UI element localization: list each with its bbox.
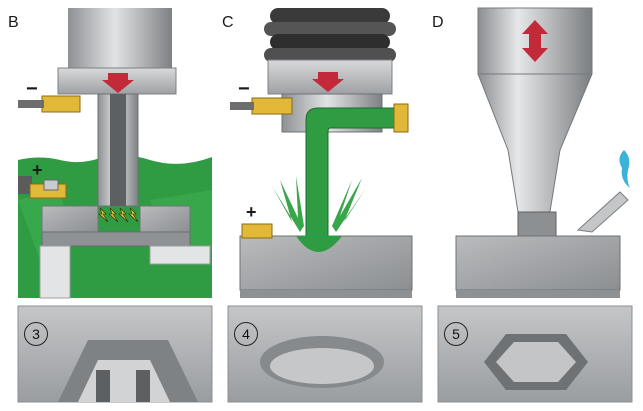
- minus-sign: −: [26, 78, 38, 101]
- workpiece-right: [140, 206, 190, 232]
- workpiece-base: [42, 232, 190, 246]
- support-right: [150, 246, 210, 264]
- support-left: [40, 246, 70, 298]
- panel-c-label: C: [222, 14, 234, 32]
- bellows: [264, 8, 396, 62]
- negative-cable: [230, 102, 254, 110]
- step-number-5: 5: [444, 322, 468, 346]
- positive-terminal: [242, 224, 272, 238]
- bottom-row: [18, 306, 632, 402]
- press-cylinder: [68, 8, 172, 70]
- minus-sign: −: [238, 78, 250, 101]
- step-number-4: 4: [234, 322, 258, 346]
- panel-d: [438, 8, 632, 298]
- plus-sign: +: [246, 202, 257, 223]
- step-number-3: 3: [24, 322, 48, 346]
- panel-b: [18, 8, 212, 298]
- plus-sign: +: [32, 160, 43, 181]
- negative-cable: [18, 100, 44, 108]
- panel-c: [228, 8, 422, 298]
- panel-b-label: B: [8, 14, 19, 32]
- electrode-bore: [110, 94, 126, 206]
- negative-terminal: [252, 98, 292, 114]
- negative-terminal: [42, 96, 80, 112]
- workpiece: [456, 236, 620, 290]
- workpiece-left: [42, 206, 98, 232]
- panel-d-label: D: [432, 14, 444, 32]
